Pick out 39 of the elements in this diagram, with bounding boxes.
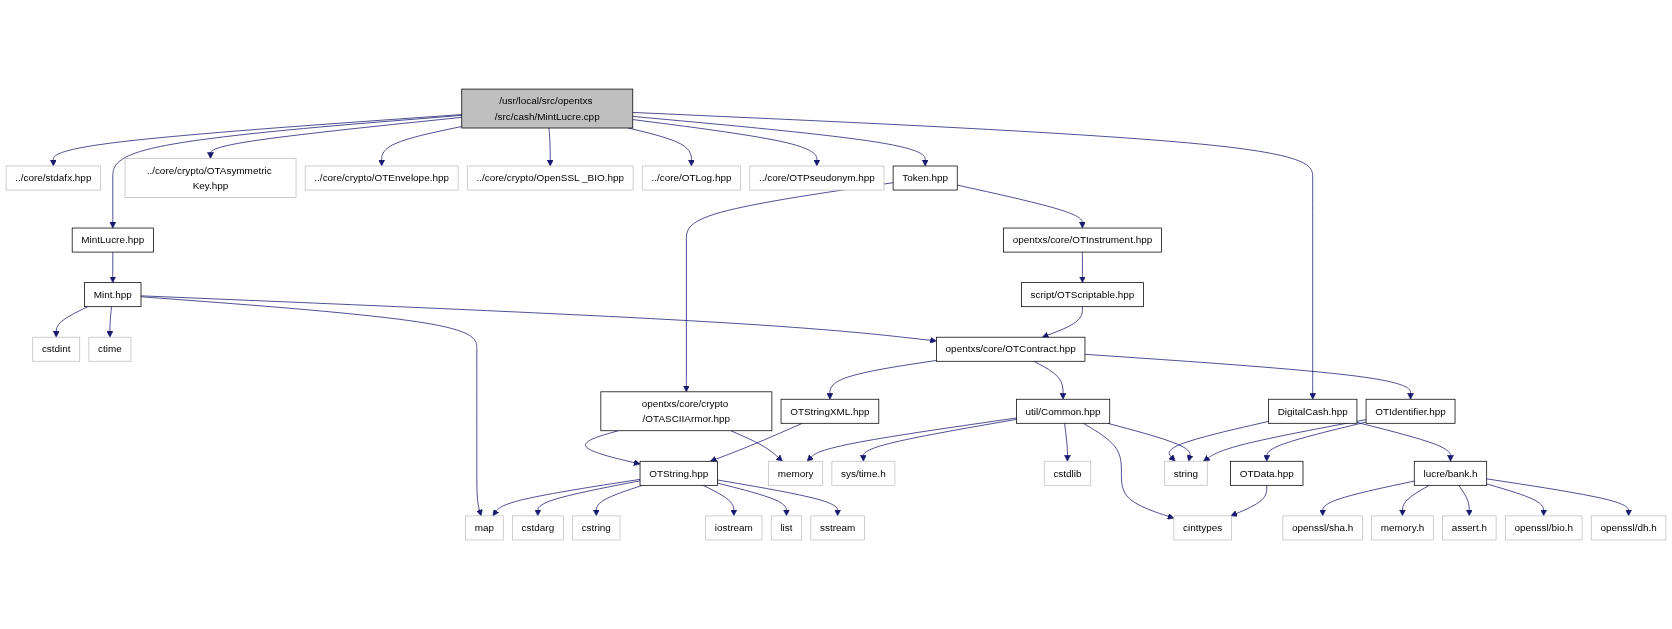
node-box: MintLucre.hpp	[71, 227, 154, 253]
node-box: cstdarg	[512, 515, 564, 541]
node-box: ../core/crypto/OpenSSL _BIO.hpp	[466, 165, 634, 191]
node-box: memory.h	[1371, 515, 1434, 541]
node-box: ../core/crypto/OTAsymmetric Key.hpp	[124, 158, 297, 198]
node-box: Token.hpp	[892, 165, 958, 191]
node-box: OTData.hpp	[1230, 460, 1304, 486]
node-box: script/OTScriptable.hpp	[1021, 282, 1144, 308]
node-box: cstdlib	[1043, 460, 1092, 486]
node-box: sys/time.h	[831, 460, 896, 486]
node-box: openssl/sha.h	[1282, 515, 1363, 541]
node-box: opentxs/core/crypto /OTASCIIArmor.hpp	[600, 391, 773, 432]
node-box: cstring	[572, 515, 621, 541]
node-box: cstdint	[32, 336, 81, 362]
node-box: ../core/OTPseudonym.hpp	[749, 165, 885, 191]
node-box: DigitalCash.hpp	[1268, 398, 1358, 424]
node-box: ../core/OTLog.hpp	[641, 165, 741, 191]
node-box: opentxs/core/OTInstrument.hpp	[1003, 227, 1162, 253]
node-box: list	[770, 515, 803, 541]
node-box: openssl/dh.h	[1590, 515, 1667, 541]
node-box: /usr/local/src/opentxs /src/cash/MintLucre.cpp	[461, 88, 634, 129]
node-box: iostream	[705, 515, 763, 541]
node-box: assert.h	[1442, 515, 1497, 541]
node-box: openssl/bio.h	[1504, 515, 1583, 541]
node-box: ../core/stdafx.hpp	[5, 165, 101, 191]
node-box: string	[1164, 460, 1208, 486]
node-box: OTIdentifier.hpp	[1365, 398, 1456, 424]
node-box: map	[465, 515, 504, 541]
node-box: OTString.hpp	[639, 460, 718, 486]
node-box: Mint.hpp	[84, 282, 142, 308]
node-box: util/Common.hpp	[1016, 398, 1111, 424]
node-box: opentxs/core/OTContract.hpp	[936, 336, 1086, 362]
node-box: ../core/crypto/OTEnvelope.hpp	[304, 165, 459, 191]
node-box: cinttypes	[1173, 515, 1232, 541]
node-box: sstream	[810, 515, 865, 541]
node-box: OTStringXML.hpp	[780, 398, 880, 424]
node-box: lucre/bank.h	[1413, 460, 1488, 486]
node-box: ctime	[88, 336, 132, 362]
node-box: memory	[768, 460, 824, 486]
